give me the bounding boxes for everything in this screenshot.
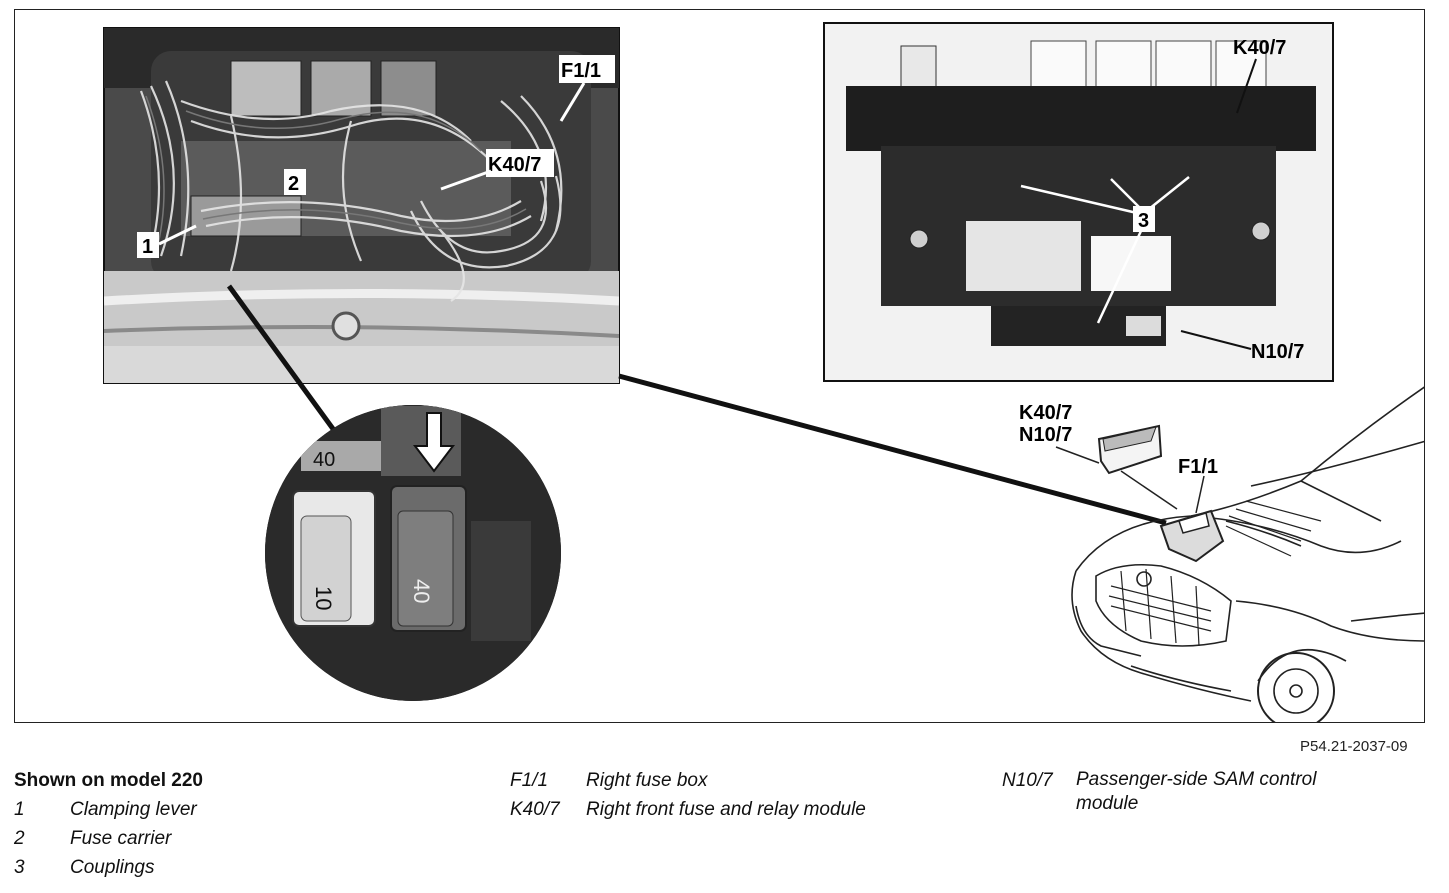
legend-desc: Passenger-side SAM control module bbox=[1076, 769, 1317, 814]
label-f1-1-photo: F1/1 bbox=[561, 60, 601, 82]
legend-item: F1/1 Right fuse box bbox=[510, 766, 866, 795]
label-k40-7-photo: K40/7 bbox=[488, 154, 541, 176]
legend-title: Shown on model 220 bbox=[14, 770, 203, 791]
label-item-1: 1 bbox=[142, 236, 153, 258]
pointer-line-detail bbox=[226, 284, 339, 435]
figure-reference-code: P54.21-2037-09 bbox=[1300, 738, 1408, 755]
legend-code: K40/7 bbox=[510, 799, 560, 820]
legend-desc: Right fuse box bbox=[586, 770, 708, 791]
label-fuse-40-top: 40 bbox=[313, 449, 335, 471]
legend-item: 3 Couplings bbox=[14, 853, 203, 882]
pointer-line-car bbox=[618, 373, 1167, 526]
arrow-down-icon bbox=[412, 412, 456, 473]
legend-item: N10/7 Passenger-side SAM control module bbox=[1002, 766, 1376, 814]
fuse-box-photo: F1/1 K40/7 2 1 bbox=[103, 27, 620, 384]
control-module-photo: K40/7 3 N10/7 bbox=[823, 22, 1334, 382]
legend-item: K40/7 Right front fuse and relay module bbox=[510, 795, 866, 824]
label-item-3: 3 bbox=[1138, 210, 1149, 232]
legend-desc: Fuse carrier bbox=[70, 828, 172, 849]
car-fuse-box bbox=[1055, 424, 1225, 563]
fuse-detail-magnifier: 40 10 40 bbox=[265, 405, 561, 701]
legend-code: 3 bbox=[14, 857, 25, 878]
legend-code: 2 bbox=[14, 828, 25, 849]
legend-left: Shown on model 220 1 Clamping lever 2 Fuse… bbox=[14, 766, 203, 882]
label-fuse-40: 40 bbox=[409, 579, 434, 603]
label-f1-1-car: F1/1 bbox=[1178, 456, 1218, 478]
label-k40-7-car: K40/7 bbox=[1019, 402, 1072, 424]
label-item-2: 2 bbox=[288, 173, 299, 195]
legend-code: 1 bbox=[14, 799, 25, 820]
car-illustration bbox=[1071, 386, 1424, 722]
figure-frame: F1/1 K40/7 2 1 40 10 40 bbox=[14, 9, 1425, 723]
legend-middle: F1/1 Right fuse box K40/7 Right front fuse… bbox=[510, 766, 866, 824]
label-fuse-10: 10 bbox=[311, 586, 336, 610]
label-k40-7-module: K40/7 bbox=[1233, 37, 1286, 59]
legend-desc: Right front fuse and relay module bbox=[586, 799, 866, 820]
diagram-illustration: F1/1 K40/7 2 1 40 10 40 bbox=[103, 22, 1424, 722]
legend-desc: Clamping lever bbox=[70, 799, 197, 820]
legend-code: F1/1 bbox=[510, 770, 549, 791]
legend-right: N10/7 Passenger-side SAM control module bbox=[1002, 766, 1376, 814]
label-n10-7-module: N10/7 bbox=[1251, 341, 1304, 363]
label-n10-7-car: N10/7 bbox=[1019, 424, 1072, 446]
legend-item: 1 Clamping lever bbox=[14, 795, 203, 824]
legend-code: N10/7 bbox=[1002, 770, 1053, 791]
legend-desc: Couplings bbox=[70, 857, 155, 878]
legend-item: 2 Fuse carrier bbox=[14, 824, 203, 853]
